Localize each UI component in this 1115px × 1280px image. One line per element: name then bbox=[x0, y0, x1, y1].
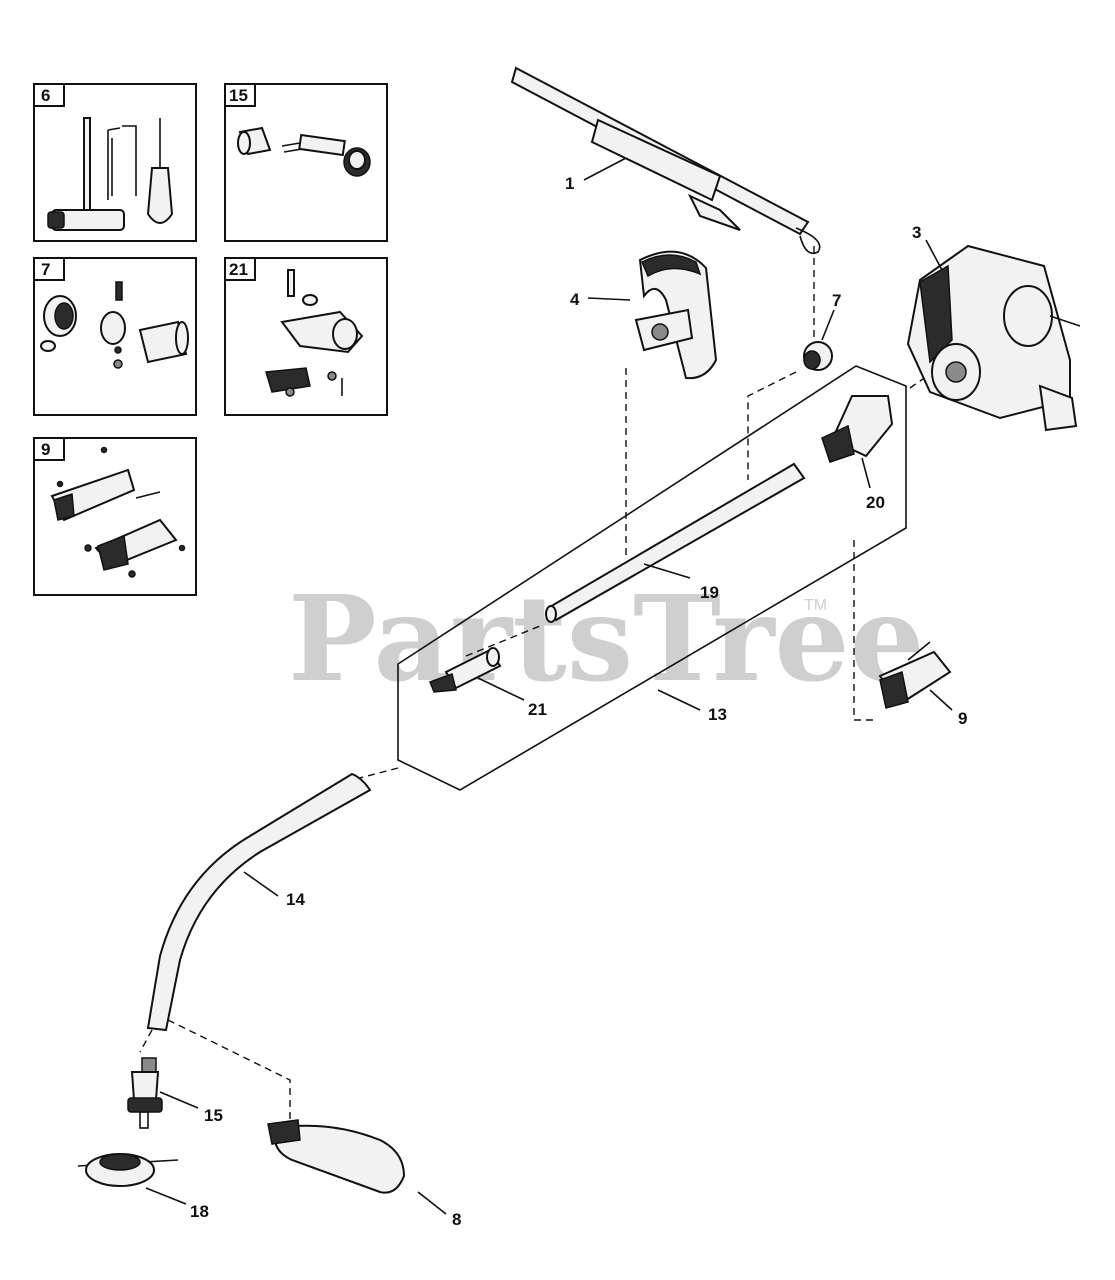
shoulder-strap[interactable] bbox=[510, 66, 821, 255]
inset-box-6[interactable]: 6 bbox=[33, 83, 197, 242]
watermark-trademark: TM bbox=[804, 597, 827, 614]
tools-illustration bbox=[47, 117, 174, 231]
inset-box-6-number: 6 bbox=[41, 86, 50, 105]
inset-box-21-number: 21 bbox=[229, 260, 248, 279]
inset-box-15-number: 15 bbox=[229, 86, 248, 105]
throttle-housing[interactable] bbox=[878, 641, 952, 709]
inset-box-7[interactable]: 7 bbox=[33, 257, 197, 416]
callout-13[interactable]: 13 bbox=[708, 705, 727, 724]
callout-8[interactable]: 8 bbox=[452, 1210, 461, 1229]
throttle-kit-illustration bbox=[50, 446, 186, 578]
inset-box-7-number: 7 bbox=[41, 260, 50, 279]
callout-19[interactable]: 19 bbox=[700, 583, 719, 602]
callout-3[interactable]: 3 bbox=[912, 223, 921, 242]
callout-21[interactable]: 21 bbox=[528, 700, 547, 719]
loop-handle[interactable] bbox=[634, 250, 718, 380]
callout-15[interactable]: 15 bbox=[204, 1106, 223, 1125]
debris-guard[interactable] bbox=[267, 1119, 406, 1194]
leader-lines bbox=[145, 157, 953, 1215]
handle-bracket-part[interactable] bbox=[429, 647, 502, 693]
engine[interactable] bbox=[906, 244, 1081, 432]
callout-4[interactable]: 4 bbox=[570, 290, 580, 309]
inset-box-9-number: 9 bbox=[41, 440, 50, 459]
drive-adapter-part[interactable] bbox=[127, 1057, 163, 1129]
inset-box-21[interactable]: 21 bbox=[224, 257, 388, 416]
upper-shaft[interactable] bbox=[545, 462, 806, 623]
trimmer-head[interactable] bbox=[77, 1153, 179, 1187]
clamp-part[interactable] bbox=[803, 341, 833, 371]
callout-9[interactable]: 9 bbox=[958, 709, 967, 728]
shaft-assembly-outline bbox=[397, 365, 907, 791]
callout-18[interactable]: 18 bbox=[190, 1202, 209, 1221]
callout-20[interactable]: 20 bbox=[866, 493, 885, 512]
callout-labels: 1 3 4 7 20 19 21 13 9 14 15 18 8 bbox=[190, 174, 967, 1229]
drive-adapter-illustration bbox=[237, 126, 371, 177]
callout-14[interactable]: 14 bbox=[286, 890, 305, 909]
drive-shroud[interactable] bbox=[821, 395, 894, 463]
handle-bracket-illustration bbox=[265, 269, 364, 397]
inset-box-9[interactable]: 9 bbox=[33, 437, 197, 596]
callout-7[interactable]: 7 bbox=[832, 291, 841, 310]
callout-1[interactable]: 1 bbox=[565, 174, 574, 193]
clamp-illustration bbox=[40, 281, 189, 369]
inset-box-15[interactable]: 15 bbox=[224, 83, 388, 242]
lower-curved-shaft[interactable] bbox=[146, 772, 372, 1032]
